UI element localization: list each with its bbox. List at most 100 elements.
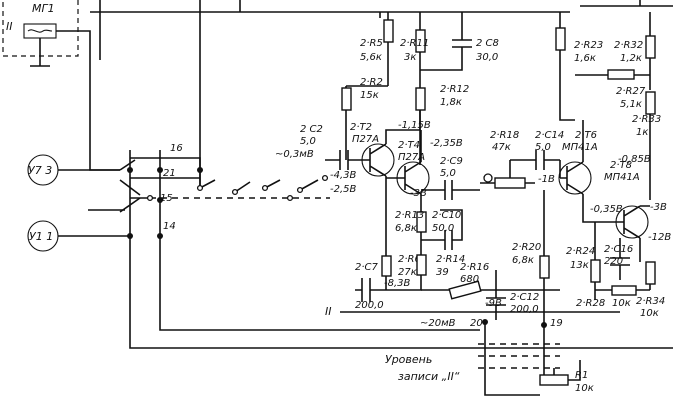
c14-name: 2·С14 [535,130,564,141]
c16-name: 2·С16 [604,244,633,255]
c7-plates [361,278,371,302]
c8-value: 30,0 [476,52,498,63]
r6-name: 2·R6 [398,254,421,265]
section-2-label: II [325,305,332,318]
transistor-t4 [395,161,430,195]
c7-value: 200,0 [355,300,384,311]
r14-value: 39 [436,267,449,278]
level-label-1: Уровень [385,353,432,366]
resistor-r23: 2·R23 1,6к [555,27,603,64]
capacitor-c10: 2·С10 50,0 [421,209,463,250]
v-0-85: -0,85В [618,154,651,165]
t8-wires [582,205,650,262]
resistor-r12: 2·R12 1,8к [415,84,469,111]
r32-value: 1,2к [620,53,642,64]
capacitor-c2: 2 С2 5,0 ~0,3мВ [275,124,360,170]
terminal-u1-1-label: У1 1 [29,230,53,243]
t6-name: 2·Т6 [575,130,597,141]
r2-name: 2·R2 [360,77,383,88]
left-rail-1 [129,150,673,349]
switch-terminals [146,174,329,202]
r28-name: 2·R28 [576,298,605,309]
r12-name: 2·R12 [440,84,469,95]
r11-name: 2·R11 [400,38,429,49]
v-4-3: -4,3В [330,170,357,181]
r6-value: 27к [398,267,417,278]
r34-value: 10к [640,308,659,319]
r14-name: 2·R14 [436,254,465,265]
r32-name: 2·R32 [614,40,643,51]
c10-wires [421,209,463,241]
signal-20mv: ~20мВ [420,318,456,329]
c10-name: 2·С10 [432,210,461,221]
junction-dots [127,167,203,239]
mg1-section-label: II [6,20,13,33]
terminal-u7-3-label: У7 3 [28,164,52,177]
capacitor-c14: 2·С14 5,0 [510,130,564,170]
r1-wires [553,360,581,381]
r28-value: 10к [612,298,631,309]
r27-value: 5,1к [620,99,642,110]
c2-plates [339,150,349,170]
c7-name: 2·С7 [355,262,379,273]
r20-name: 2·R20 [512,242,541,253]
capacitor-c16: 2·С16 220 [604,238,633,280]
potentiometer-r1[interactable]: R1 10к [539,360,594,394]
mg1-head-block: МГ1 II [2,0,79,67]
transistor-t6 [558,161,592,195]
v-1: -1В [538,174,555,185]
c16-value: 220 [604,256,623,267]
r5-name: 2·R5 [360,38,383,49]
t8-symbol [612,205,641,239]
t4-symbol [395,161,422,195]
pin-16: 16 [170,143,183,154]
t6-wires [559,120,584,205]
t6-symbol [560,161,584,195]
resistor-r32: 2·R32 1,2к [614,35,656,64]
r27-name: 2·R27 [616,86,646,97]
capacitor-c9: 2·С9 5,0 [421,156,480,200]
resistor-r27: 2·R27 5,1к [607,69,646,110]
r16-value: 680 [460,274,479,285]
t6-type: МП41А [562,142,598,153]
pin-20: 20 [470,318,483,329]
c12-value: 200,0 [510,304,539,315]
c2-value: 5,0 [300,136,316,147]
r13-name: 2·R13 [395,210,424,221]
terminal-u7-3[interactable]: У7 3 [27,154,59,186]
resistor-r2: 2·R2 15к [341,77,383,111]
r1-value: 10к [575,383,594,394]
v-8-3: -8,3В [384,278,411,289]
v-9: -9В [485,298,502,309]
r23-wires [559,24,575,121]
v-1-15: -1,15В [398,120,431,131]
r18-value: 47к [492,142,511,153]
r2-wires [345,85,388,160]
v-3-b: -3В [650,202,667,213]
t8-name: 2·Т8 [610,160,632,171]
level-wires [484,322,545,396]
t2-type: П27А [352,134,379,145]
r24-name: 2·R24 [566,246,595,257]
r23-name: 2·R23 [574,40,603,51]
terminal-u1-1[interactable]: У1 1 [27,220,59,252]
v-2-35: -2,35В [430,138,463,149]
switch-wires [130,157,201,199]
r13-value: 6,8к [395,223,417,234]
c14-plates [535,150,545,170]
switch-blades [199,179,319,193]
mg1-label: МГ1 [32,2,55,15]
r24-value: 13к [570,260,589,271]
t4-wires [386,130,422,210]
r23-value: 1,6к [574,53,596,64]
head-out-wire [56,30,120,171]
c10-plates [444,230,453,250]
r20-value: 6,8к [512,255,534,266]
pin-19: 19 [550,318,563,329]
c10-value: 50,0 [432,223,454,234]
c16-wires [610,238,630,280]
r18-trimmer-icon [483,173,493,183]
r33-name: 2·R33 [632,114,661,125]
v-3-a: -3В [410,188,427,199]
